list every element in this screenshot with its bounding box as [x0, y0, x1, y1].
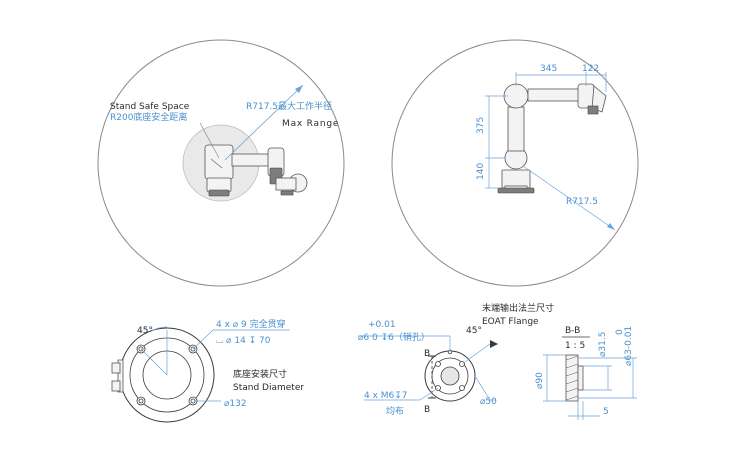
flange-thread-sub: 均布 [386, 405, 404, 417]
flange-inner-circle [440, 366, 460, 386]
eoat-flange-view: +0.01 ⌀6 0 ↧6（销孔） 末端输出法兰尺寸 EOAT Flange 4… [358, 302, 554, 417]
flange-title-en: EOAT Flange [482, 317, 539, 327]
base-angle-label: 45° [137, 326, 153, 336]
robot-top-view [204, 144, 308, 197]
base-diameter-label-en: Stand Diameter [233, 383, 304, 393]
dim-5: 5 [603, 407, 609, 417]
dim-122: 122 [582, 64, 599, 74]
flange-angle-label: 45° [466, 326, 482, 336]
dim-d90: ⌀90 [535, 372, 545, 389]
flange-title-cn: 末端输出法兰尺寸 [482, 302, 554, 314]
dim-d63: ⌀63-0.01 [624, 326, 634, 366]
base-holes-label: 4 x ⌀ 9 完全贯穿 [216, 318, 286, 330]
section-bb-view: B-B 1 : 5 ⌀31.5 [535, 326, 637, 420]
flange-pin-label: ⌀6 0 ↧6（销孔） [358, 331, 430, 343]
reach-circle [391, 39, 639, 287]
dimension-lines [485, 72, 616, 231]
top-right-view: 345 122 375 140 R717.5 [391, 39, 639, 287]
flange-dia50: ⌀50 [480, 397, 497, 407]
base-diameter-label-cn: 底座安装尺寸 [233, 368, 287, 380]
dim-345: 345 [540, 64, 557, 74]
dim-375: 375 [476, 117, 486, 134]
dim-tol0: 0 [615, 329, 625, 335]
max-range-label-cn: R717.5最大工作半径 [246, 100, 332, 112]
flange-tolerance: +0.01 [368, 320, 396, 330]
robot-side-view [497, 83, 607, 194]
section-marker-bottom: B [424, 405, 430, 415]
reach-radius-label: R717.5 [566, 197, 598, 207]
dim-140: 140 [476, 163, 486, 180]
dim-d31-5: ⌀31.5 [598, 332, 608, 357]
safe-space-label-cn: R200底座安全距离 [110, 111, 187, 123]
base-counterbore-label: ⌴ ⌀ 14 ↧ 70 [216, 336, 271, 346]
section-title: B-B [565, 326, 580, 336]
section-marker-top: B [424, 349, 430, 359]
safe-space-label-en: Stand Safe Space [110, 102, 190, 112]
base-diameter-value: ⌀132 [224, 399, 247, 409]
top-left-view: Stand Safe Space R200底座安全距离 R717.5最大工作半径… [97, 39, 345, 287]
base-mounting-view: 45° 4 x ⌀ 9 完全贯穿 ⌴ ⌀ 14 ↧ 70 底座安装尺寸 Stan… [111, 318, 304, 423]
flange-thread-label: 4 x M6↧7 [364, 391, 408, 401]
max-range-circle [97, 39, 345, 287]
max-range-label-en: Max Range [282, 119, 339, 129]
section-scale: 1 : 5 [565, 341, 585, 351]
